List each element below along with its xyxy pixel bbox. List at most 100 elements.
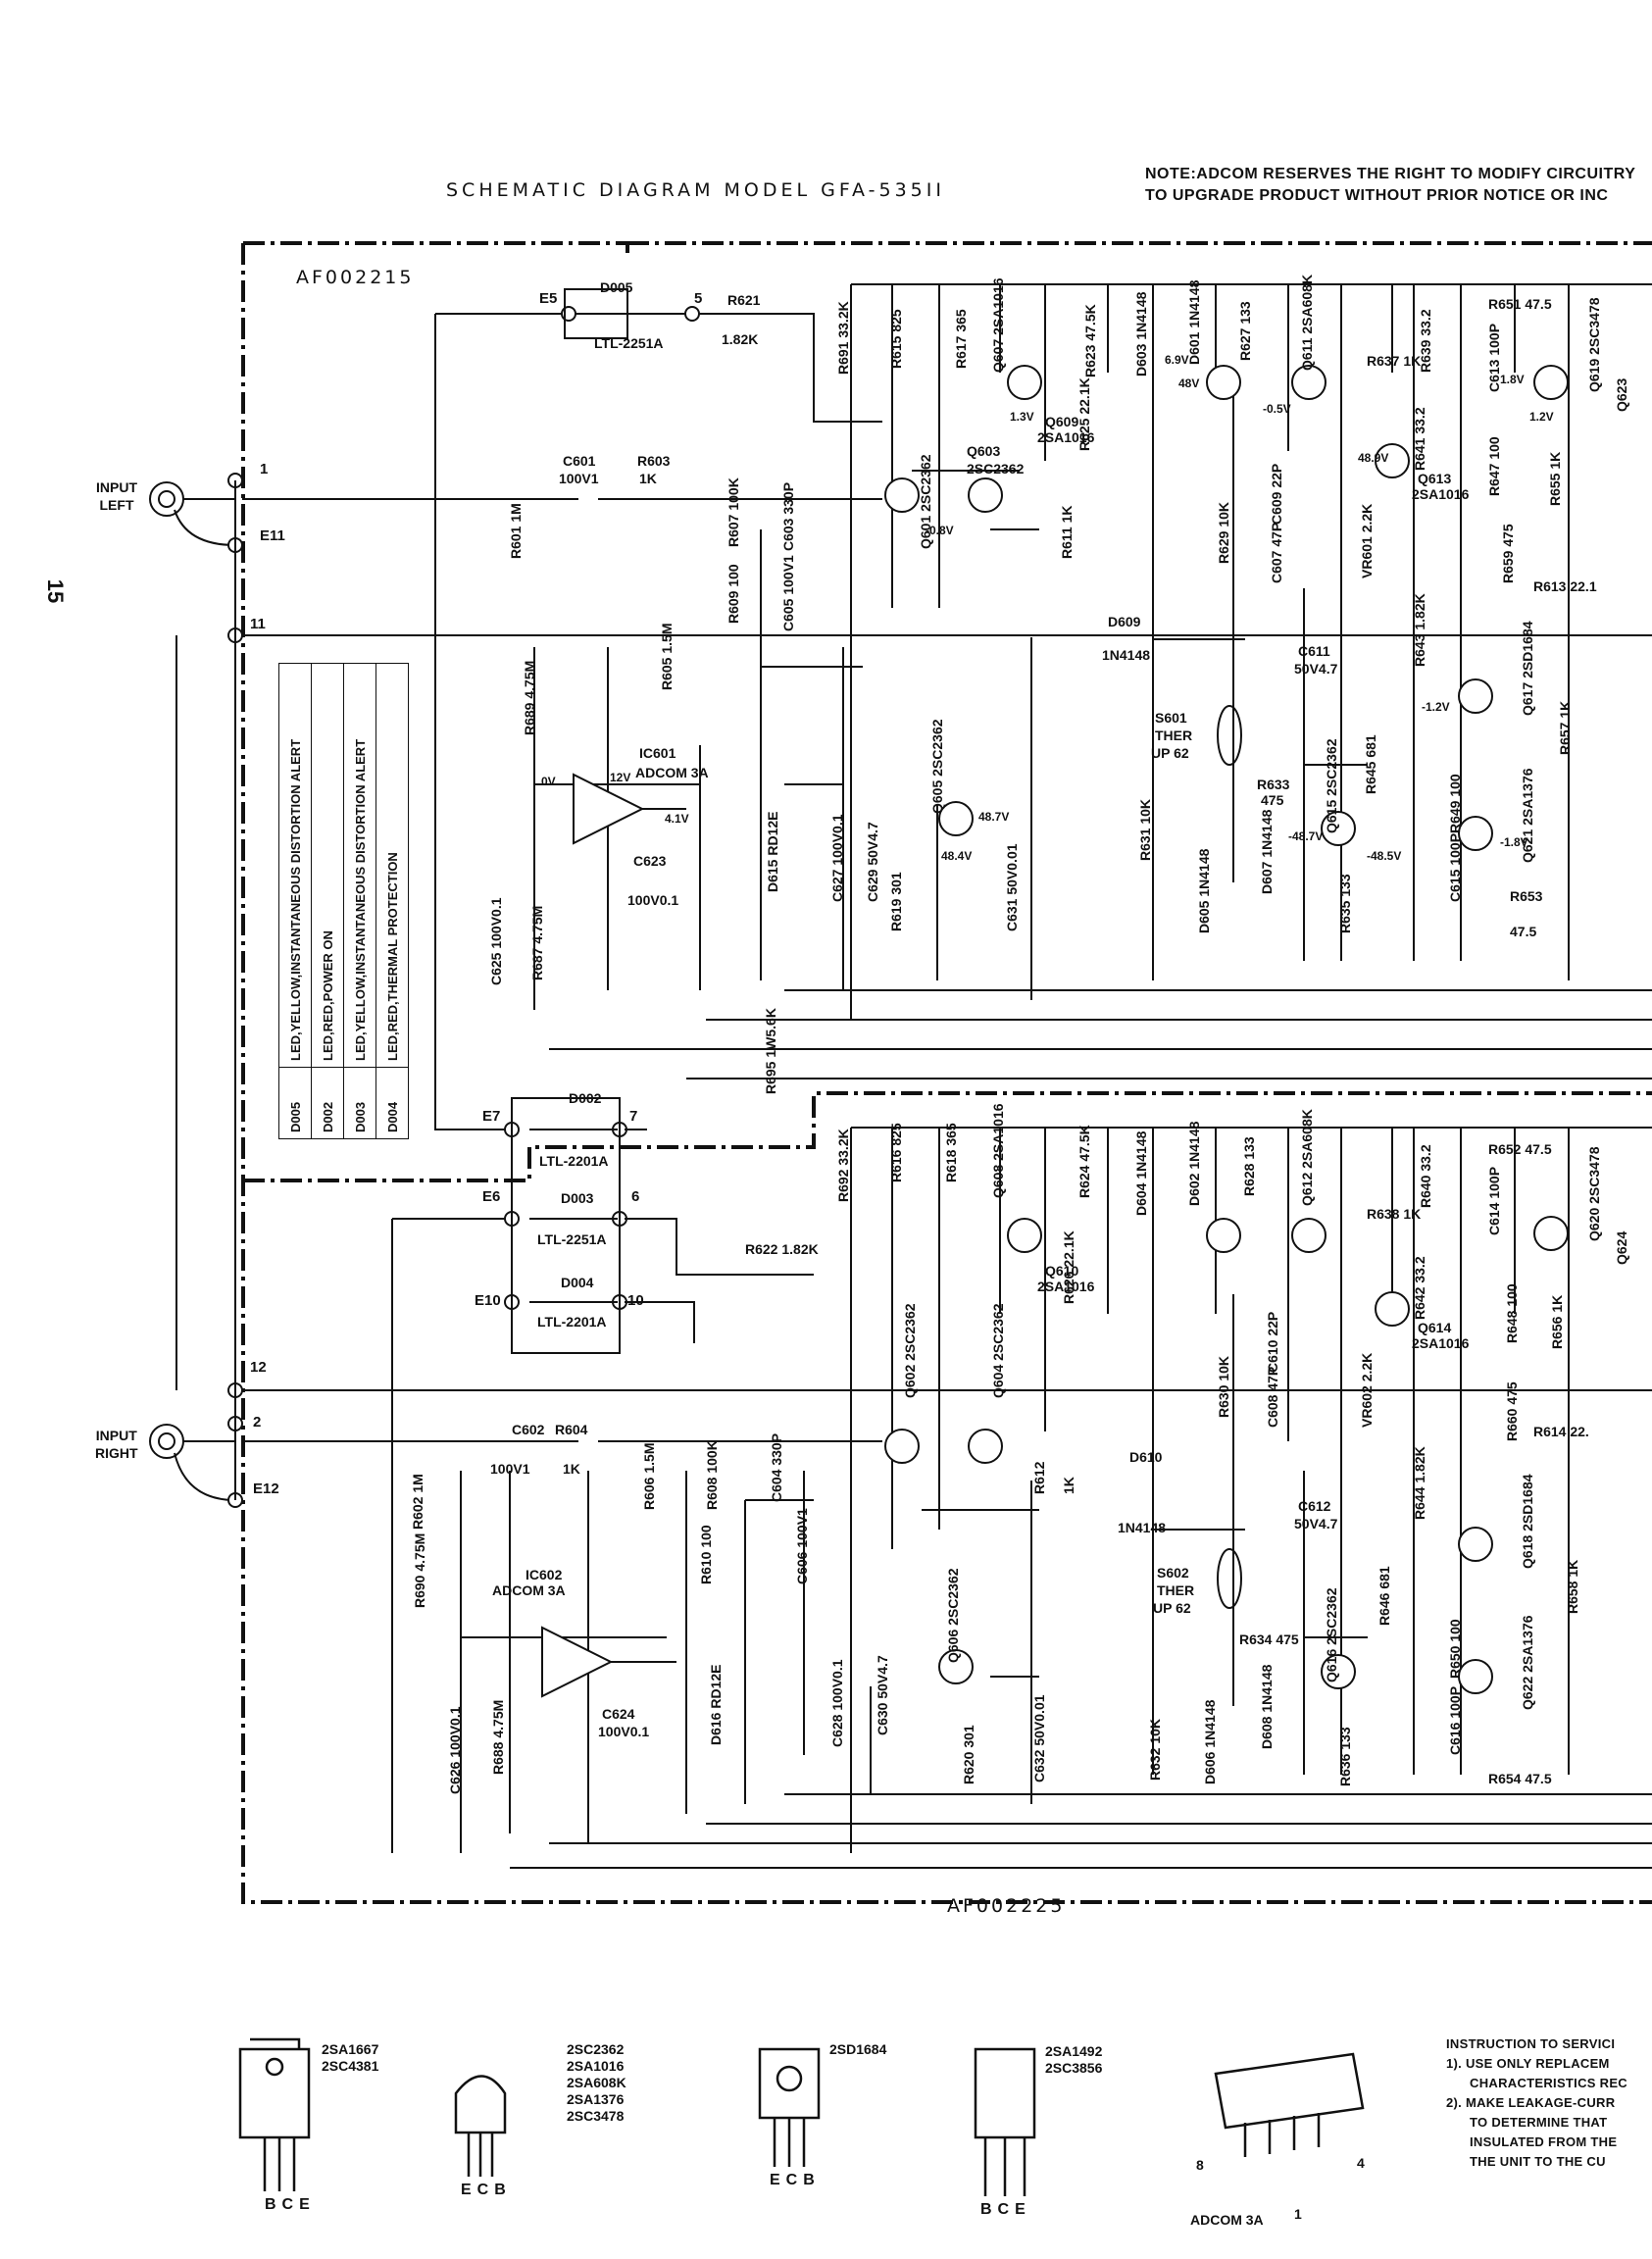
terminal-e7: E7 — [482, 1108, 501, 1125]
label-r688: R688 4.75M — [490, 1699, 506, 1775]
label-q609-value: 2SA1016 — [1037, 429, 1095, 445]
label-r626: R626 22.1K — [1061, 1230, 1076, 1304]
label-r638: R638 1K — [1367, 1206, 1422, 1222]
label-s602: S602 — [1157, 1565, 1189, 1581]
board-label-top: AF002215 — [296, 267, 415, 288]
label-r690: R690 4.75M — [412, 1532, 427, 1608]
input-right-line1: INPUT — [95, 1428, 137, 1443]
label-r614: R614 22. — [1533, 1424, 1589, 1439]
package-to3p-label: 2SA1492 2SC3856 — [1045, 2043, 1102, 2077]
label-r608: R608 100K — [704, 1440, 720, 1510]
label-r646: R646 681 — [1377, 1566, 1392, 1626]
label-ltl2201a-1: LTL-2201A — [539, 1153, 609, 1169]
terminal-10: 10 — [627, 1292, 644, 1309]
label-r650: R650 100 — [1447, 1619, 1463, 1679]
label-c628: C628 100V0.1 — [829, 1659, 845, 1747]
label-c624: C624 — [602, 1706, 635, 1722]
label-q620: Q620 2SC3478 — [1586, 1146, 1602, 1241]
label-q609: Q609 — [1045, 414, 1079, 429]
terminal-e5: E5 — [539, 290, 558, 307]
label-c616: C616 100P — [1447, 1685, 1463, 1755]
label-ic601: IC601 — [639, 745, 676, 761]
label-c611: C611 — [1298, 643, 1330, 659]
terminal-1: 1 — [260, 461, 269, 477]
terminal-7: 7 — [629, 1108, 638, 1125]
voltage-neg-1-8v: -1.8V — [1500, 835, 1528, 849]
package-to3p-pins: BCE — [980, 2201, 1031, 2218]
label-r623: R623 47.5K — [1082, 304, 1098, 377]
package-part: 2SC4381 — [322, 2058, 379, 2074]
label-r655: R655 1K — [1547, 451, 1563, 506]
label-q613: Q613 — [1418, 471, 1452, 486]
label-ic602: IC602 — [526, 1567, 563, 1582]
label-r610: R610 100 — [698, 1525, 714, 1584]
label-r633-value: 475 — [1261, 792, 1284, 808]
legend-desc: LED,RED,THERMAL PROTECTION — [375, 663, 409, 1068]
label-r612-value: 1K — [1061, 1477, 1076, 1494]
label-r618: R618 365 — [943, 1123, 959, 1182]
label-r641: R641 33.2 — [1412, 407, 1427, 471]
service-instructions: INSTRUCTION TO SERVICI 1). USE ONLY REPL… — [1446, 2034, 1627, 2172]
note-line-1: NOTE:ADCOM RESERVES THE RIGHT TO MODIFY … — [1145, 166, 1636, 182]
label-r644: R644 1.82K — [1412, 1446, 1427, 1520]
label-d606: D606 1N4148 — [1202, 1699, 1218, 1784]
voltage-neg-0-8v: -0.8V — [926, 524, 954, 537]
label-vr601: VR601 2.2K — [1359, 503, 1375, 578]
voltage-1-3v: 1.3V — [1010, 410, 1034, 424]
label-c625: C625 100V0.1 — [488, 897, 504, 985]
package-part: 2SC2362 — [567, 2041, 625, 2057]
label-q622: Q622 2SA1376 — [1520, 1615, 1535, 1710]
label-r622: R622 1.82K — [745, 1241, 819, 1257]
revision-note: NOTE:ADCOM RESERVES THE RIGHT TO MODIFY … — [1145, 164, 1635, 207]
label-q605: Q605 2SC2362 — [929, 719, 945, 814]
label-r633: R633 — [1257, 777, 1290, 792]
label-r602: R602 1M — [410, 1474, 426, 1530]
label-q607: Q607 2SA1016 — [990, 277, 1006, 373]
label-r628: R628 133 — [1241, 1136, 1257, 1196]
label-d610: D610 — [1129, 1449, 1163, 1465]
label-d616: D616 RD12E — [708, 1664, 724, 1746]
terminal-e11: E11 — [260, 527, 285, 544]
package-part: 2SC3856 — [1045, 2060, 1103, 2076]
label-q614: Q614 — [1418, 1320, 1452, 1335]
note-line-2: TO UPGRADE PRODUCT WITHOUT PRIOR NOTICE … — [1145, 187, 1609, 204]
instruction-line: INSTRUCTION TO SERVICI — [1446, 2036, 1616, 2051]
label-q616: Q616 2SC2362 — [1324, 1587, 1339, 1682]
package-part: 2SA608K — [567, 2075, 626, 2090]
label-s602-a: THER — [1157, 1582, 1195, 1598]
label-c604: C604 330P — [769, 1432, 784, 1502]
label-vr602: VR602 2.2K — [1359, 1352, 1375, 1428]
label-q611: Q611 2SA608K — [1299, 274, 1315, 371]
input-left-label: INPUT LEFT — [96, 478, 137, 514]
label-r645: R645 681 — [1363, 734, 1378, 794]
label-c603: C603 330P — [780, 481, 796, 551]
legend-desc: LED,YELLOW,INSTANTANEOUS DISTORTION ALER… — [278, 663, 312, 1068]
label-q610-value: 2SA1016 — [1037, 1279, 1095, 1294]
terminal-6: 6 — [631, 1188, 640, 1205]
label-r612: R612 — [1031, 1461, 1047, 1494]
label-r629: R629 10K — [1216, 501, 1231, 564]
label-s601-b: UP 62 — [1151, 745, 1189, 761]
label-r603: R603 — [637, 453, 671, 469]
label-r637: R637 1K — [1367, 353, 1422, 369]
label-c606: C606 100V1 — [794, 1508, 810, 1584]
legend-code: D003 — [343, 1067, 376, 1139]
label-d608: D608 1N4148 — [1259, 1664, 1275, 1749]
label-c610: C610 22P — [1265, 1311, 1280, 1373]
label-r621: R621 — [727, 292, 761, 308]
voltage-neg-48-7v: -48.7V — [1288, 829, 1324, 843]
label-q604: Q604 2SC2362 — [990, 1303, 1006, 1398]
label-c624-value: 100V0.1 — [598, 1724, 650, 1739]
label-r617: R617 365 — [953, 309, 969, 369]
label-c612: C612 — [1298, 1498, 1331, 1514]
label-c612-value: 50V4.7 — [1294, 1516, 1338, 1531]
label-r642: R642 33.2 — [1412, 1256, 1427, 1320]
label-r616: R616 825 — [888, 1123, 904, 1182]
label-r658: R658 1K — [1565, 1559, 1580, 1614]
label-d610-value: 1N4148 — [1118, 1520, 1167, 1535]
label-d609-value: 1N4148 — [1102, 647, 1151, 663]
label-ltl2251a-2: LTL-2251A — [537, 1231, 607, 1247]
label-r613: R613 22.1 — [1533, 578, 1597, 594]
